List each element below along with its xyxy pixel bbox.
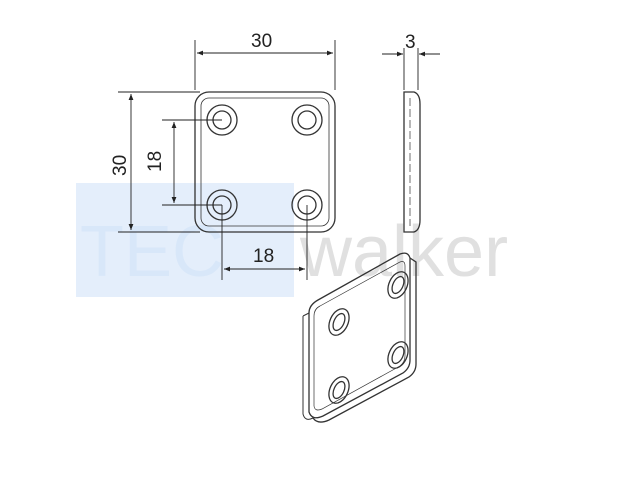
dim-left-height-label: 30 bbox=[110, 155, 131, 176]
dim-top-width-label: 30 bbox=[251, 31, 272, 52]
iso-hole-bottom-left bbox=[328, 376, 350, 404]
watermark-brand-left: TEC bbox=[80, 212, 224, 292]
iso-edge bbox=[312, 257, 417, 423]
iso-hole-top-left bbox=[328, 308, 350, 336]
iso-hole-bottom-right bbox=[387, 341, 409, 369]
side-view bbox=[403, 91, 421, 233]
dim-hole-vertical bbox=[162, 119, 222, 206]
isometric-view bbox=[302, 252, 417, 423]
iso-top-face bbox=[308, 252, 411, 419]
dim-thickness-label: 3 bbox=[405, 32, 416, 53]
plate-inner-chamfer bbox=[200, 97, 330, 227]
dim-thickness bbox=[382, 48, 440, 90]
dim-left-height bbox=[118, 91, 200, 233]
dim-hole-horizontal bbox=[221, 205, 308, 280]
iso-hole-top-right bbox=[387, 271, 409, 299]
dim-top-width bbox=[194, 40, 336, 90]
watermark: TEC walker bbox=[76, 183, 508, 297]
dim-hole-vertical-label: 18 bbox=[145, 151, 166, 172]
dim-hole-horizontal-label: 18 bbox=[253, 246, 274, 267]
plate-outline bbox=[194, 91, 336, 233]
hole-top-right bbox=[291, 104, 323, 136]
watermark-box bbox=[76, 183, 294, 297]
